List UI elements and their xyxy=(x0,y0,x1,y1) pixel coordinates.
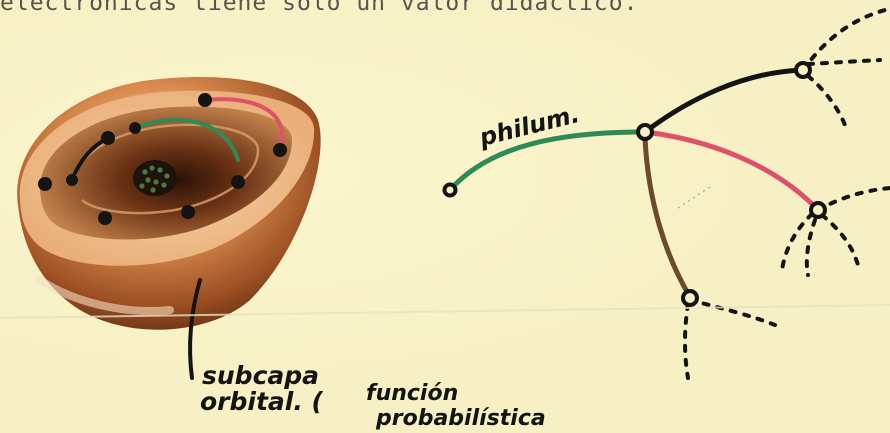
pink-branch xyxy=(645,132,818,210)
black-branch xyxy=(645,70,803,132)
label-orbital: orbital. ( xyxy=(200,387,324,416)
brown-branch xyxy=(645,138,690,297)
tree-nodes xyxy=(445,63,826,305)
right-node xyxy=(811,203,825,217)
junction-node xyxy=(638,125,652,139)
green-branch xyxy=(450,132,645,190)
dashed-extensions xyxy=(685,10,890,378)
label-probabilistica: probabilística xyxy=(375,406,546,431)
faint-center-marks xyxy=(678,186,712,208)
branching-tree xyxy=(445,10,890,378)
upper-node xyxy=(796,63,810,77)
label-subcapa: subcapa xyxy=(202,361,319,390)
label-funcion: función xyxy=(366,381,458,406)
atom-shell-model xyxy=(17,77,320,330)
lower-node xyxy=(683,291,697,305)
root-node xyxy=(445,185,456,196)
